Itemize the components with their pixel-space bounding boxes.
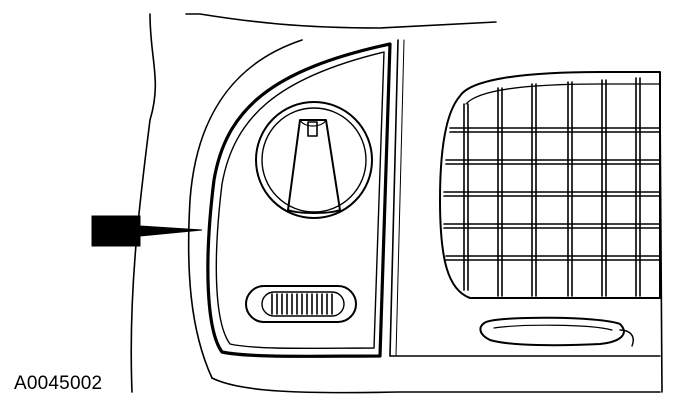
switch-bezel-inner — [215, 51, 385, 350]
dash-upper-edge — [185, 13, 497, 29]
lower-slot-hook — [619, 329, 634, 347]
panel-divider — [389, 39, 399, 357]
vent-horizontal-louvers — [443, 127, 661, 261]
pointer-arrow-icon — [91, 215, 203, 247]
dimmer-wheel-housing — [245, 285, 357, 323]
headlamp-knob-indicator — [307, 121, 318, 137]
headlamp-knob-ring — [261, 107, 367, 213]
headlamp-knob-grip-top — [299, 119, 327, 127]
dash-inner-curve — [187, 39, 303, 379]
dimmer-wheel-ribs — [271, 293, 333, 315]
figure-reference-code: A0045002 — [14, 373, 103, 394]
lower-slot — [479, 316, 625, 347]
headlamp-knob-grip — [287, 119, 341, 214]
dimmer-wheel — [261, 291, 345, 317]
panel-divider-shadow — [395, 39, 405, 357]
switch-bezel-outer — [206, 42, 392, 358]
headlamp-knob-outer — [255, 101, 373, 219]
dash-lower-edge — [211, 377, 661, 394]
vent-housing — [439, 71, 661, 299]
vent-vertical-louvers — [463, 77, 641, 297]
lower-slot-inner — [493, 324, 613, 331]
outer-dash-contour — [130, 13, 157, 393]
vent-housing-inner — [465, 83, 661, 105]
